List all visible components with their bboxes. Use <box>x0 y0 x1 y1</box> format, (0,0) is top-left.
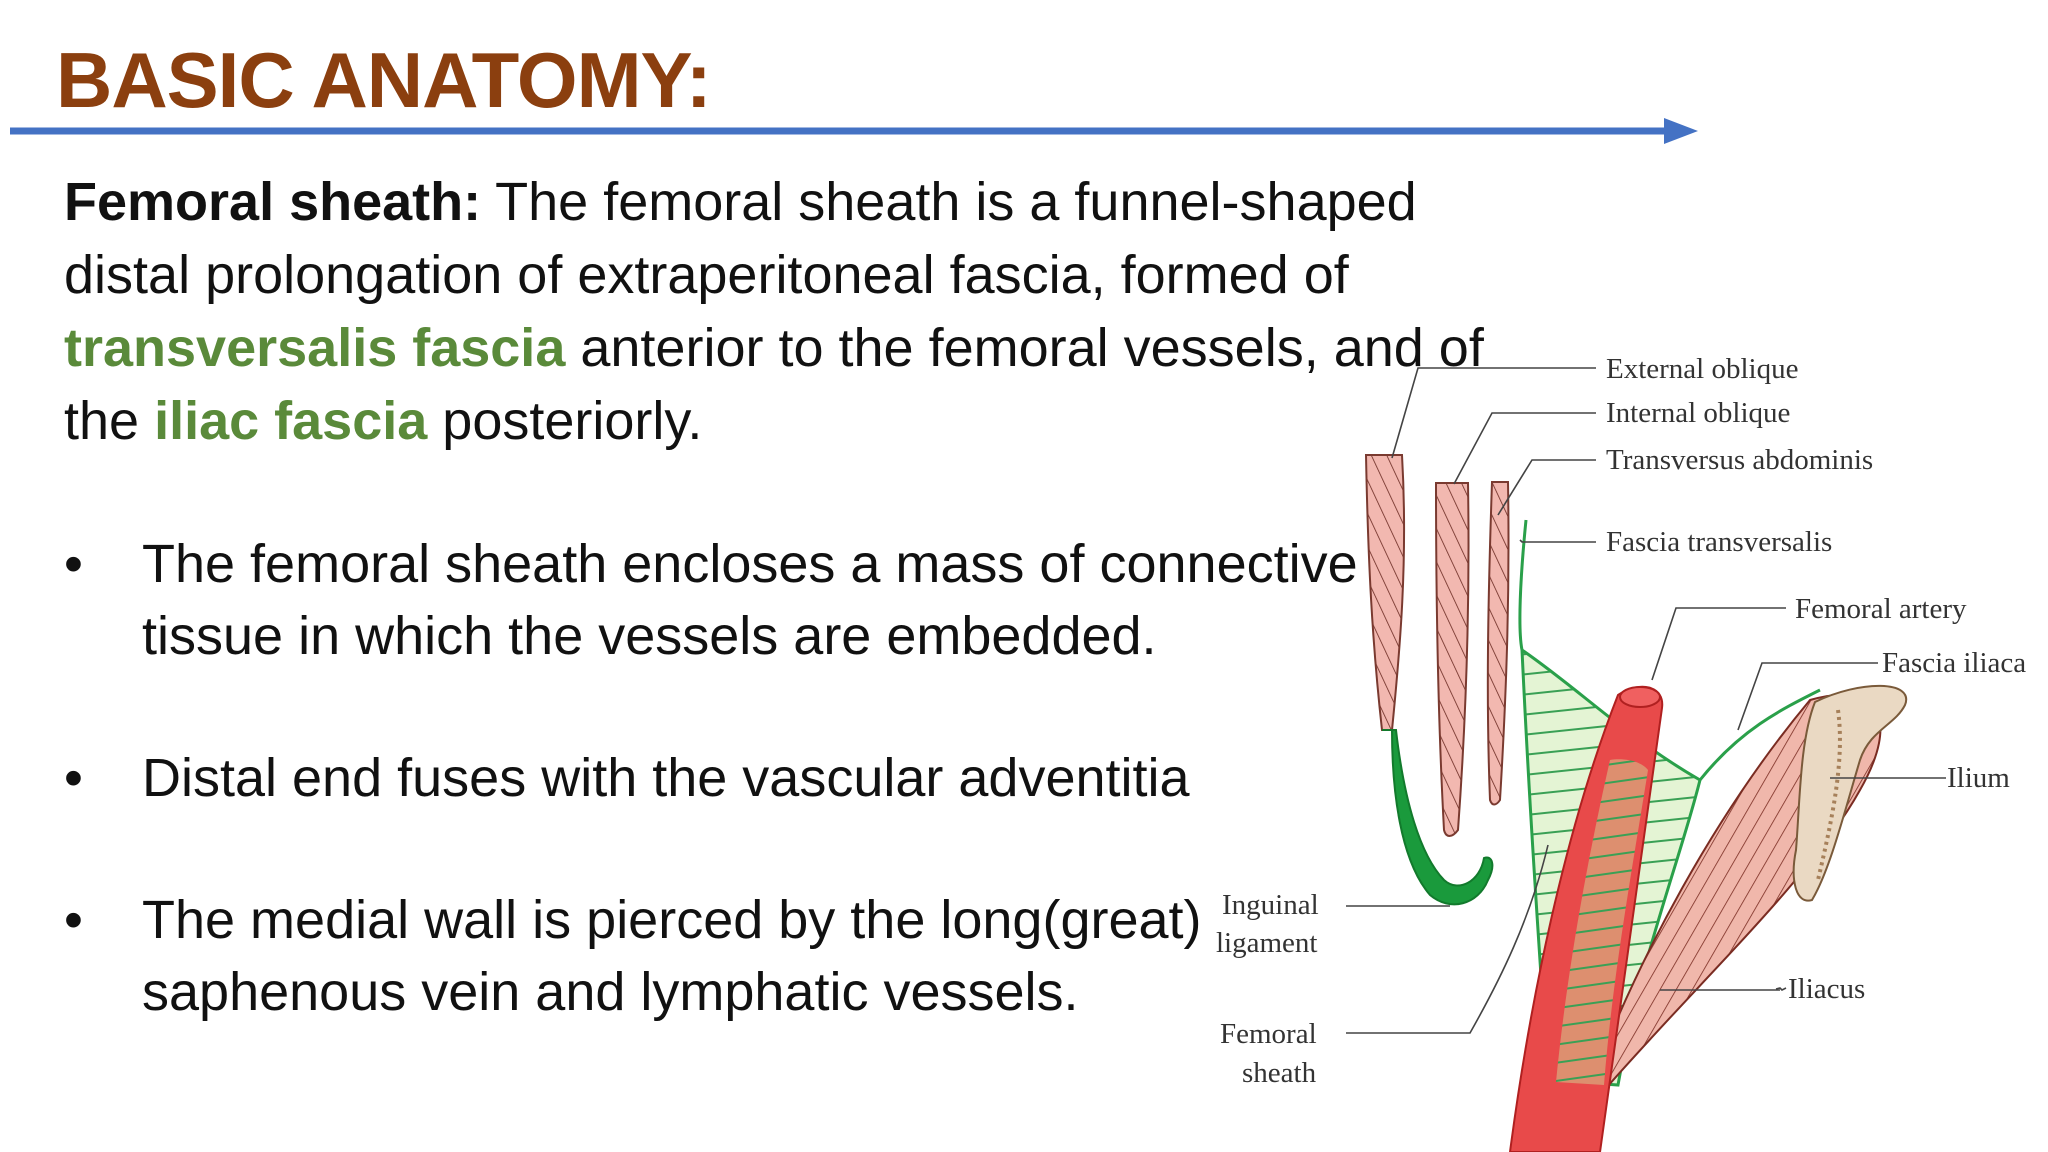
label-transversus-abdominis: Transversus abdominis <box>1606 444 1873 476</box>
femoral-artery-inside-sheath <box>1556 759 1648 1085</box>
femoral-sheath-diagram: External oblique Internal oblique Transv… <box>1216 353 2026 1152</box>
highlight-transversalis: transversalis fascia <box>64 318 566 378</box>
label-inguinal-line1: Inguinal <box>1222 889 1319 921</box>
fascia-iliaca-line <box>1698 688 1821 781</box>
highlight-iliac: iliac fascia <box>154 391 428 451</box>
label-femoral-sheath-line1: Femoral <box>1220 1018 1317 1050</box>
transversus-abdominis-shape <box>1486 481 1510 806</box>
bullet-item: • Distal end fuses with the vascular adv… <box>64 742 1442 814</box>
label-femoral-sheath-line2: sheath <box>1242 1057 1317 1089</box>
bullet-text: The medial wall is pierced by the long(g… <box>142 890 1202 1022</box>
internal-oblique-shape <box>1434 482 1470 837</box>
label-iliacus: Iliacus <box>1788 973 1865 1005</box>
intro-text-3: posteriorly. <box>427 391 703 451</box>
external-oblique-shape <box>1364 454 1494 906</box>
label-ilium: Ilium <box>1947 762 2010 794</box>
definition-term: Femoral sheath: <box>64 172 482 232</box>
label-fascia-transversalis: Fascia transversalis <box>1606 526 1832 558</box>
bullet-marker: • <box>64 748 83 808</box>
bullet-list: • The femoral sheath encloses a mass of … <box>64 528 1442 1028</box>
bullet-marker: • <box>64 890 83 950</box>
label-external-oblique: External oblique <box>1606 353 1798 385</box>
bullet-text: The femoral sheath encloses a mass of co… <box>142 534 1358 666</box>
intro-text-1: The femoral sheath is a funnel-shaped di… <box>64 172 1417 305</box>
ilium-shape <box>1792 684 1908 902</box>
intro-text-2: anterior to the femoral vessels, and of … <box>64 318 1484 451</box>
label-femoral-artery: Femoral artery <box>1795 593 1967 625</box>
leader-lines <box>1346 367 1946 1034</box>
fascia-transversalis-line <box>1518 519 1528 651</box>
label-internal-oblique: Internal oblique <box>1606 397 1790 429</box>
label-fascia-iliaca: Fascia iliaca <box>1882 647 2026 679</box>
bullet-text: Distal end fuses with the vascular adven… <box>142 748 1190 808</box>
intro-paragraph: Femoral sheath: The femoral sheath is a … <box>64 166 1484 458</box>
title-underline-arrow <box>10 118 1698 144</box>
bullet-item: • The medial wall is pierced by the long… <box>64 884 1292 1028</box>
bullet-item: • The femoral sheath encloses a mass of … <box>64 528 1442 672</box>
bullet-marker: • <box>64 534 83 594</box>
label-inguinal-line2: ligament <box>1216 927 1317 959</box>
slide-title: BASIC ANATOMY: <box>56 36 712 124</box>
